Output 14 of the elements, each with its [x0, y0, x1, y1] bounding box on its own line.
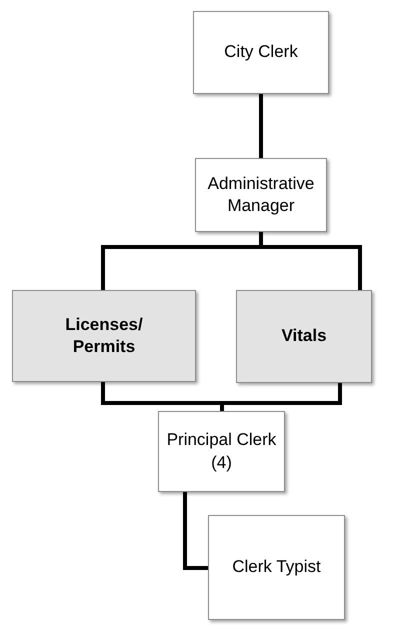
- org-box: [193, 11, 329, 94]
- connector-line: [259, 94, 263, 158]
- org-box: [208, 515, 345, 620]
- box-label: Administrative Manager: [206, 172, 316, 217]
- org-box: [12, 290, 196, 382]
- box-label: Licenses/ Permits: [64, 314, 144, 358]
- box-label: Vitals: [280, 325, 328, 348]
- org-box: [158, 411, 285, 492]
- connector-line: [183, 492, 208, 570]
- org-box: [236, 290, 372, 383]
- org-box: [195, 158, 327, 232]
- box-label: Clerk Typist: [231, 556, 322, 578]
- box-label: City Clerk: [223, 41, 299, 64]
- box-label: Principal Clerk (4): [166, 429, 278, 474]
